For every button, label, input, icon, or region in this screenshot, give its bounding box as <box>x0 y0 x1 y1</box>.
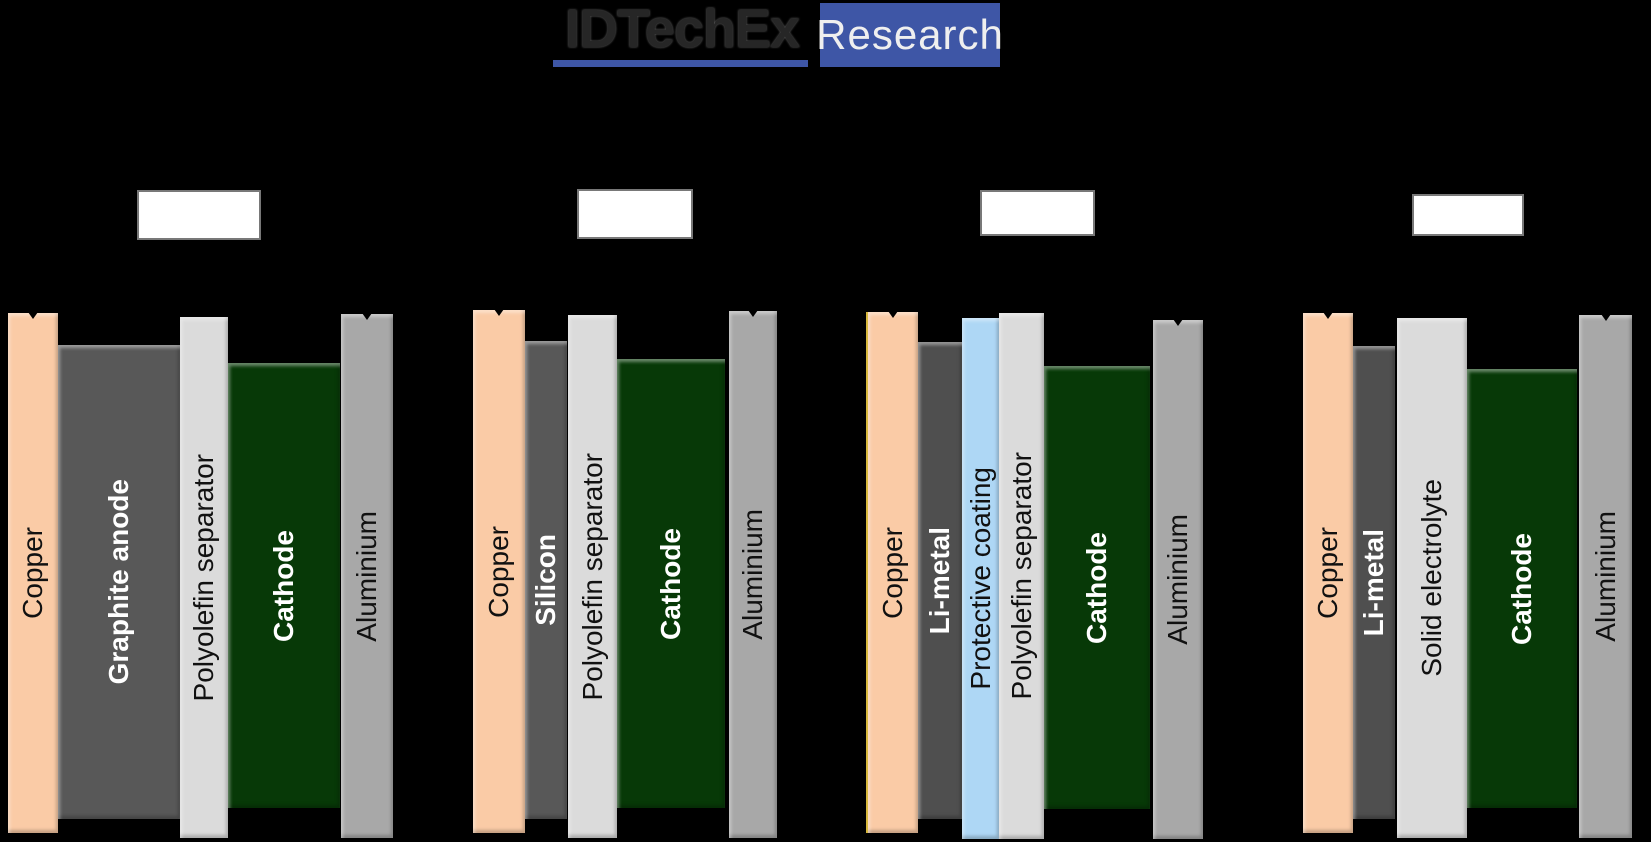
arrow-tick-icon <box>1173 319 1183 326</box>
layer-copper: Copper <box>8 312 58 833</box>
arrow-tick-icon <box>494 309 504 316</box>
idtechex-research-badge: Research <box>816 3 1003 67</box>
layer-label: Protective coating <box>964 467 996 690</box>
layer-cathode: Cathode <box>617 359 725 808</box>
layer-label: Copper <box>17 527 48 619</box>
arrow-tick-icon <box>362 313 372 320</box>
layer-cathode: Cathode <box>1044 366 1150 809</box>
layer-copper: Copper <box>473 309 525 833</box>
layer-aluminium: Aluminium <box>729 310 777 838</box>
layer-label: Solid electrolyte <box>1416 479 1447 677</box>
layer-label: Cathode <box>1506 532 1537 645</box>
layer-label: Graphite anode <box>103 479 134 685</box>
layer-aluminium: Aluminium <box>341 313 393 838</box>
layer-label: Li-metal <box>924 526 955 635</box>
layer-label: Li-metal <box>1358 528 1389 637</box>
layer-graphite-anode: Graphite anode <box>58 345 180 819</box>
layer-copper: Copper <box>866 311 918 833</box>
layer-label: Aluminium <box>351 510 382 642</box>
layer-polyolefin-separator: Polyolefin separator <box>568 315 617 838</box>
layer-cathode: Cathode <box>1467 369 1577 808</box>
layer-label: Aluminium <box>1162 514 1193 645</box>
layer-polyolefin-separator: Polyolefin separator <box>180 317 228 838</box>
layer-cathode: Cathode <box>228 363 340 808</box>
arrow-tick-icon <box>1600 314 1611 321</box>
layer-label: Polyolefin separator <box>1005 452 1037 700</box>
idtechex-logo-underline <box>553 60 808 67</box>
layer-label: Aluminium <box>1589 511 1621 642</box>
label-box-2 <box>577 189 693 239</box>
layer-label: Silicon <box>530 534 561 626</box>
layer-aluminium: Aluminium <box>1579 314 1632 838</box>
layer-aluminium: Aluminium <box>1153 319 1203 839</box>
label-box-4 <box>1412 194 1524 236</box>
layer-protective-coating: Protective coating <box>962 318 999 839</box>
layer-li-metal: Li-metal <box>918 342 962 819</box>
layer-label: Aluminium <box>737 509 768 640</box>
arrow-tick-icon <box>1323 312 1333 319</box>
label-box-1 <box>137 190 261 240</box>
label-box-3 <box>980 190 1095 236</box>
idtechex-logo-text: IDTechEx <box>564 0 800 59</box>
layer-copper: Copper <box>1303 312 1353 833</box>
layer-label: Polyolefin separator <box>188 453 219 702</box>
arrow-tick-icon <box>888 311 898 318</box>
layer-label: Copper <box>1312 527 1343 619</box>
layer-silicon: Silicon <box>525 341 567 819</box>
layer-label: Polyolefin separator <box>576 452 608 701</box>
layer-li-metal: Li-metal <box>1353 346 1395 819</box>
layer-label: Cathode <box>655 527 686 640</box>
layer-label: Cathode <box>268 529 299 642</box>
layer-polyolefin-separator: Polyolefin separator <box>999 313 1044 839</box>
layer-solid-electrolyte: Solid electrolyte <box>1397 318 1467 838</box>
layer-label: Cathode <box>1081 531 1112 644</box>
arrow-tick-icon <box>28 312 38 319</box>
layer-label: Copper <box>877 526 908 619</box>
arrow-tick-icon <box>748 310 758 317</box>
layer-label: Copper <box>483 525 514 618</box>
